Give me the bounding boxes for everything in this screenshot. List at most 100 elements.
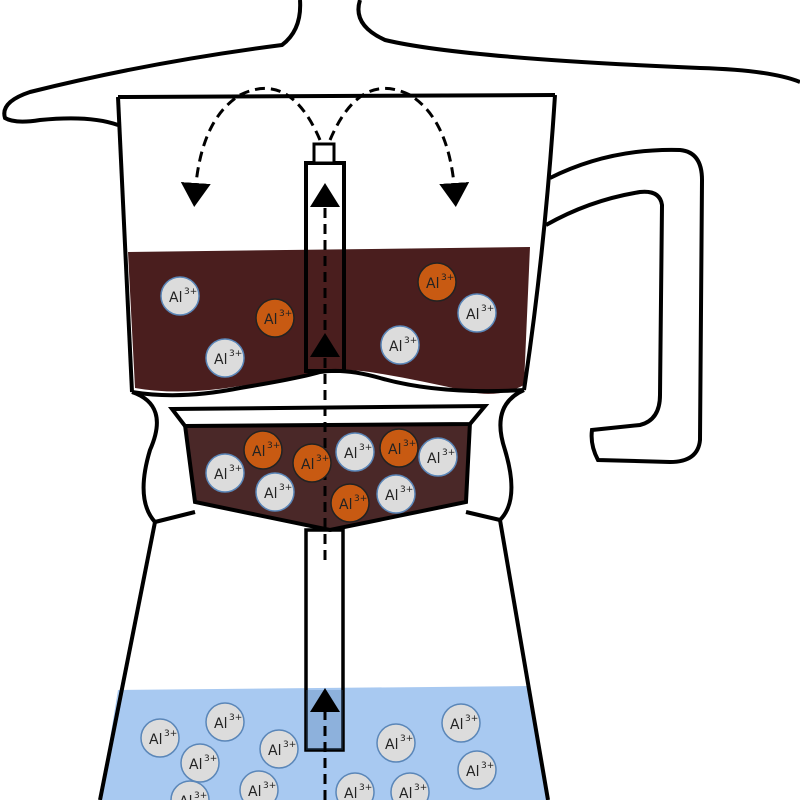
- ion-symbol: Al: [214, 716, 227, 732]
- flow-arrow-right: [328, 86, 470, 207]
- ion-symbol: Al: [385, 488, 398, 504]
- ion-charge: 3+: [283, 740, 296, 750]
- ion-charge: 3+: [400, 485, 413, 495]
- ion-charge: 3+: [403, 439, 416, 449]
- ion-symbol: Al: [450, 717, 463, 733]
- ion-circle: [259, 729, 299, 769]
- ion-symbol: Al: [179, 794, 192, 800]
- ion-symbol: Al: [149, 732, 162, 748]
- ion-circle: [417, 262, 457, 302]
- ion-circle: [255, 298, 295, 338]
- ion-circle: [160, 276, 200, 316]
- ion-charge: 3+: [481, 761, 494, 771]
- ion-symbol: Al: [252, 444, 265, 460]
- ion-circle: [243, 430, 283, 470]
- ion-symbol: Al: [426, 276, 439, 292]
- ion-symbol: Al: [339, 497, 352, 513]
- ion-symbol: Al: [385, 737, 398, 753]
- ion-circle: [390, 772, 430, 800]
- ion-circle: [379, 428, 419, 468]
- ion-charge: 3+: [204, 754, 217, 764]
- ion-circle: [140, 718, 180, 758]
- ion-symbol: Al: [389, 339, 402, 355]
- ion-symbol: Al: [169, 290, 182, 306]
- aluminium-ion: Al3+: [170, 780, 210, 800]
- ion-symbol: Al: [466, 307, 479, 323]
- ion-charge: 3+: [465, 714, 478, 724]
- ion-circle: [376, 474, 416, 514]
- ion-circle: [376, 723, 416, 763]
- ion-charge: 3+: [404, 336, 417, 346]
- ion-charge: 3+: [229, 713, 242, 723]
- ion-circle: [335, 772, 375, 800]
- ion-charge: 3+: [359, 443, 372, 453]
- flow-arrow-left: [180, 86, 322, 207]
- ion-symbol: Al: [189, 757, 202, 773]
- pipe-cap: [312, 142, 336, 165]
- ion-symbol: Al: [248, 784, 261, 800]
- filter-rim: [167, 403, 490, 429]
- ion-circle: [418, 437, 458, 477]
- ion-symbol: Al: [427, 451, 440, 467]
- ion-charge: 3+: [164, 729, 177, 739]
- ion-circle: [180, 743, 220, 783]
- ion-charge: 3+: [354, 494, 367, 504]
- ion-circle: [335, 432, 375, 472]
- ion-symbol: Al: [214, 352, 227, 368]
- ion-charge: 3+: [194, 791, 207, 800]
- ion-circle: [239, 770, 279, 800]
- ion-charge: 3+: [263, 781, 276, 791]
- ion-symbol: Al: [344, 446, 357, 462]
- ion-charge: 3+: [279, 483, 292, 493]
- ion-symbol: Al: [264, 486, 277, 502]
- ion-symbol: Al: [214, 467, 227, 483]
- ion-circle: [205, 338, 245, 378]
- ion-circle: [292, 443, 332, 483]
- ion-circle: [205, 453, 245, 493]
- ion-circle: [457, 293, 497, 333]
- ion-symbol: Al: [466, 764, 479, 780]
- ion-charge: 3+: [229, 464, 242, 474]
- ion-symbol: Al: [399, 786, 412, 800]
- ion-circle: [380, 325, 420, 365]
- ion-charge: 3+: [400, 734, 413, 744]
- ion-circle: [441, 703, 481, 743]
- ion-circle: [330, 483, 370, 523]
- ion-charge: 3+: [442, 448, 455, 458]
- ion-symbol: Al: [388, 442, 401, 458]
- ion-symbol: Al: [268, 743, 281, 759]
- flow-arrows: [180, 86, 470, 800]
- ion-charge: 3+: [279, 309, 292, 319]
- ion-charge: 3+: [414, 783, 427, 793]
- ion-circle: [205, 702, 245, 742]
- ion-charge: 3+: [481, 304, 494, 314]
- ion-charge: 3+: [441, 273, 454, 283]
- ion-charge: 3+: [316, 454, 329, 464]
- ion-charge: 3+: [359, 783, 372, 793]
- ion-circle: [170, 780, 210, 800]
